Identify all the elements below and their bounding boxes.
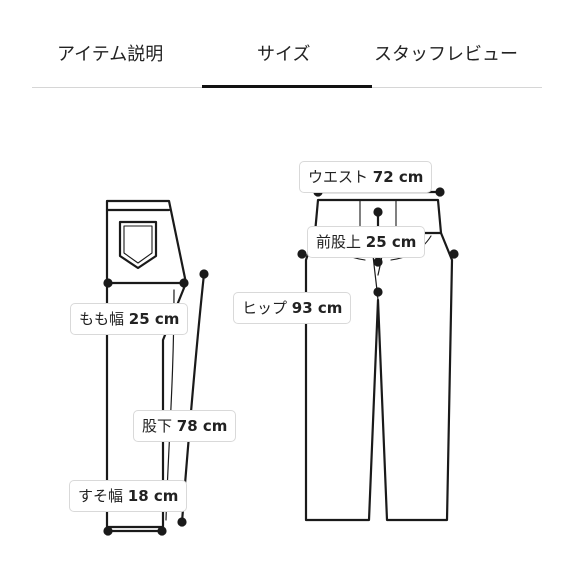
- tab-item-description[interactable]: アイテム説明: [57, 44, 164, 65]
- hip-label-name: ヒップ: [242, 299, 288, 317]
- tab-size[interactable]: サイズ: [257, 44, 311, 65]
- thigh-label-name: もも幅: [79, 310, 125, 328]
- waist-label-name: ウエスト: [308, 168, 369, 186]
- waist-value: 72 cm: [372, 168, 424, 186]
- tab-staff-review[interactable]: スタッフレビュー: [374, 44, 518, 65]
- hem-value: 18 cm: [127, 487, 179, 505]
- hip-label: ヒップ 93 cm: [233, 292, 352, 324]
- rise-label-name: 前股上: [316, 233, 362, 251]
- inseam-value: 78 cm: [176, 417, 228, 435]
- rise-label: 前股上 25 cm: [307, 226, 426, 258]
- thigh-measure-line: [103, 278, 189, 288]
- inseam-label-name: 股下: [142, 417, 173, 435]
- tab-bar: アイテム説明 サイズ スタッフレビュー: [0, 0, 573, 90]
- hem-measure-line: [103, 526, 167, 536]
- waist-label: ウエスト 72 cm: [299, 161, 433, 193]
- hem-label-name: すそ幅: [78, 487, 124, 505]
- hip-value: 93 cm: [291, 299, 343, 317]
- hip-measure-line: [297, 249, 459, 297]
- thigh-value: 25 cm: [128, 310, 180, 328]
- tab-active-indicator: [202, 85, 372, 88]
- side-view-pants-illustration: [105, 199, 188, 529]
- hem-label: すそ幅 18 cm: [69, 480, 188, 512]
- rise-value: 25 cm: [365, 233, 417, 251]
- thigh-label: もも幅 25 cm: [70, 303, 189, 335]
- inseam-label: 股下 78 cm: [133, 410, 237, 442]
